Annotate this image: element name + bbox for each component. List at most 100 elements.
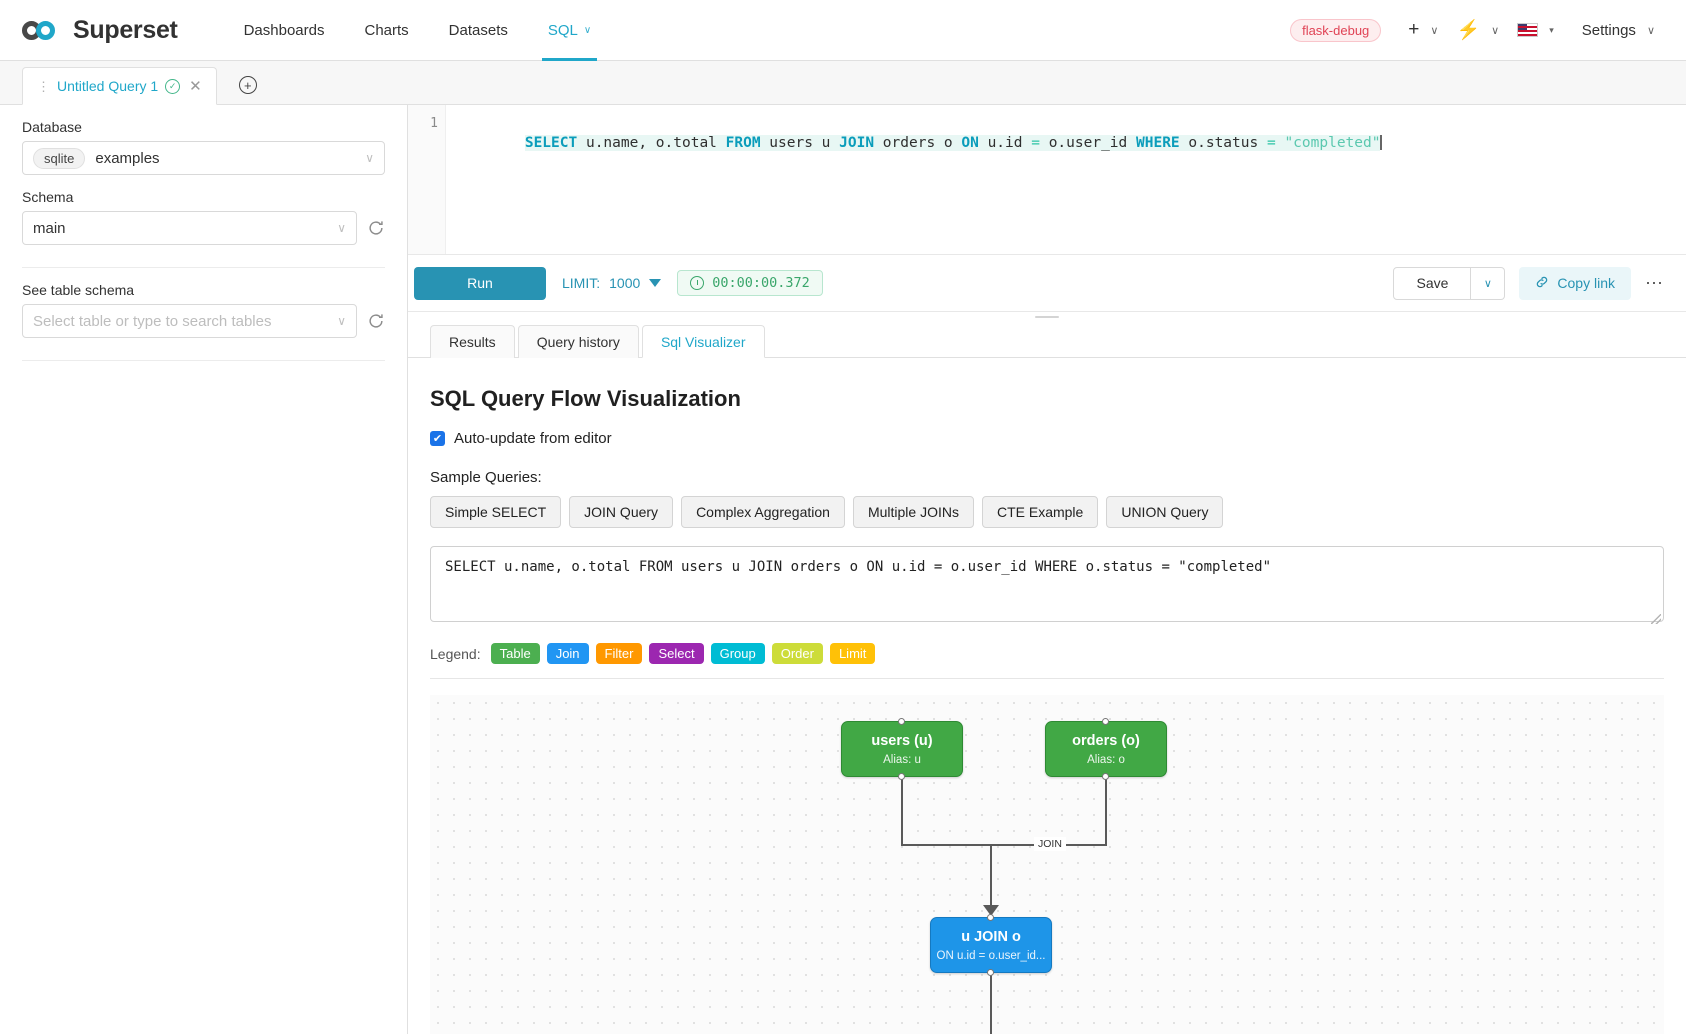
brand-logo-group[interactable]: Superset [22,16,178,45]
code-token: "completed" [1284,135,1381,151]
legend-chip-limit: Limit [829,643,876,664]
tab-label: Results [449,334,496,350]
node-port-bottom[interactable] [897,773,905,780]
triangle-down-icon: ▾ [1549,24,1554,35]
nav-item-label: SQL [547,21,578,39]
legend-chip-filter: Filter [595,643,643,664]
editor-gutter: 1 [408,105,446,254]
sql-visualizer-panel: SQL Query Flow Visualization ✔ Auto-upda… [408,358,1686,1034]
editor-pane: 1 SELECT u.name, o.total FROM users u JO… [408,105,1686,1034]
copy-link-label: Copy link [1557,275,1615,291]
nav-item-label: Dashboards [243,21,325,39]
sample-query-button-1[interactable]: JOIN Query [569,496,674,528]
flow-diagram-canvas[interactable]: JOIN users (u)Alias: u orders (o)Alias: o u… [430,695,1664,1034]
chevron-down-icon: ∨ [365,151,374,165]
tab-label: Query history [536,334,620,350]
edge-arrowhead [983,905,999,916]
query-timer: 00:00:00.372 [677,270,823,296]
settings-label: Settings [1581,21,1636,39]
sample-query-button-0[interactable]: Simple SELECT [430,496,562,528]
new-item-button[interactable]: + ∨ [1399,19,1447,41]
code-token: o.status [1179,135,1267,151]
sample-query-button-4[interactable]: CTE Example [981,496,1099,528]
schema-select[interactable]: main ∨ [22,211,357,245]
editor-code[interactable]: SELECT u.name, o.total FROM users u JOIN… [446,105,1686,254]
limit-dropdown[interactable]: LIMIT: 1000 [562,275,662,291]
legend-chip-table: Table [490,643,540,664]
limit-value: 1000 [609,275,641,291]
flow-node-users[interactable]: users (u)Alias: u [841,718,963,780]
save-dropdown-chevron-down-icon[interactable]: ∨ [1471,266,1506,300]
left-panel: Database sqlite examples ∨ Schema main ∨… [0,105,408,1034]
nav-item-charts[interactable]: Charts [344,0,428,61]
auto-update-row: ✔ Auto-update from editor [430,430,1664,447]
code-token: FROM [725,135,761,151]
language-selector[interactable]: ▾ [1508,23,1563,37]
legend-chip-join: Join [546,643,589,664]
tab-label: Sql Visualizer [660,333,746,350]
nav-item-sql[interactable]: SQL ∨ [528,0,611,61]
sql-input-wrapper [430,546,1664,627]
check-circle-icon: ✓ [165,78,181,94]
panel-divider-2 [22,360,385,361]
flow-node-title: u JOIN o [961,928,1021,945]
sample-query-button-5[interactable]: UNION Query [1106,496,1224,528]
text-cursor [1380,135,1382,150]
flow-node-orders[interactable]: orders (o)Alias: o [1045,718,1167,780]
pane-resize-handle[interactable] [408,312,1686,321]
refresh-tables-icon[interactable] [367,312,385,330]
code-token: WHERE [1136,135,1180,151]
node-port-bottom[interactable] [1101,773,1109,780]
sample-query-button-2[interactable]: Complex Aggregation [681,496,845,528]
nav-item-dashboards[interactable]: Dashboards [224,0,345,61]
query-tab-untitled-query-1[interactable]: ⋮ Untitled Query 1 ✓ ✕ [22,67,217,105]
code-token: u.name, o.total [577,135,726,151]
schema-row: main ∨ [22,211,385,245]
code-token: o.user_id [1039,135,1136,151]
table-search-input[interactable]: Select table or type to search tables ∨ [22,304,357,338]
primary-nav: Dashboards Charts Datasets SQL ∨ [224,0,612,61]
panel-divider [22,267,385,268]
nav-item-label: Charts [364,21,409,39]
save-button[interactable]: Save [1393,266,1472,300]
code-token: = [1266,135,1276,151]
code-token: JOIN [839,135,875,151]
node-port-top[interactable] [986,914,994,921]
node-port-top[interactable] [1101,718,1109,725]
code-token: SELECT [524,135,578,151]
nav-right-group: flask-debug + ∨ ⚡ ∨ ▾ Settings ∨ [1290,18,1664,42]
auto-update-checkbox[interactable]: ✔ [430,431,445,446]
legend-chip-order: Order [771,643,823,664]
sql-textarea[interactable] [430,546,1664,622]
tab-sql-visualizer[interactable]: Sql Visualizer [641,325,765,358]
edge-label: JOIN [1034,837,1066,851]
add-tab-icon[interactable]: + [238,76,257,94]
database-engine-badge: sqlite [33,147,86,169]
refresh-schema-icon[interactable] [367,219,385,237]
copy-link-button[interactable]: Copy link [1519,266,1631,300]
query-tab-label: Untitled Query 1 [57,78,159,94]
node-port-bottom[interactable] [986,969,994,976]
tab-query-history[interactable]: Query history [517,325,639,358]
more-options-icon[interactable]: ⋯ [1645,272,1664,293]
run-button[interactable]: Run [414,266,546,300]
sql-editor[interactable]: 1 SELECT u.name, o.total FROM users u JO… [408,105,1686,255]
close-icon[interactable]: ✕ [189,78,202,95]
tab-results[interactable]: Results [430,325,515,358]
triangle-down-icon [649,279,662,287]
nav-item-datasets[interactable]: Datasets [429,0,528,61]
limit-label: LIMIT: [562,275,601,291]
schema-value: main [33,219,66,237]
bolt-button[interactable]: ⚡ ∨ [1447,18,1508,42]
sample-query-button-3[interactable]: Multiple JOINs [852,496,974,528]
nav-item-label: Datasets [448,21,508,39]
settings-menu[interactable]: Settings ∨ [1563,22,1664,39]
chevron-down-icon: ∨ [337,221,346,235]
textarea-resize-grip[interactable] [1651,614,1661,624]
auto-update-label: Auto-update from editor [454,430,612,447]
result-tabs: Results Query history Sql Visualizer [408,321,1686,358]
drag-handle-icon[interactable]: ⋮ [37,78,50,94]
node-port-top[interactable] [897,718,905,725]
database-select[interactable]: sqlite examples ∨ [22,141,385,175]
